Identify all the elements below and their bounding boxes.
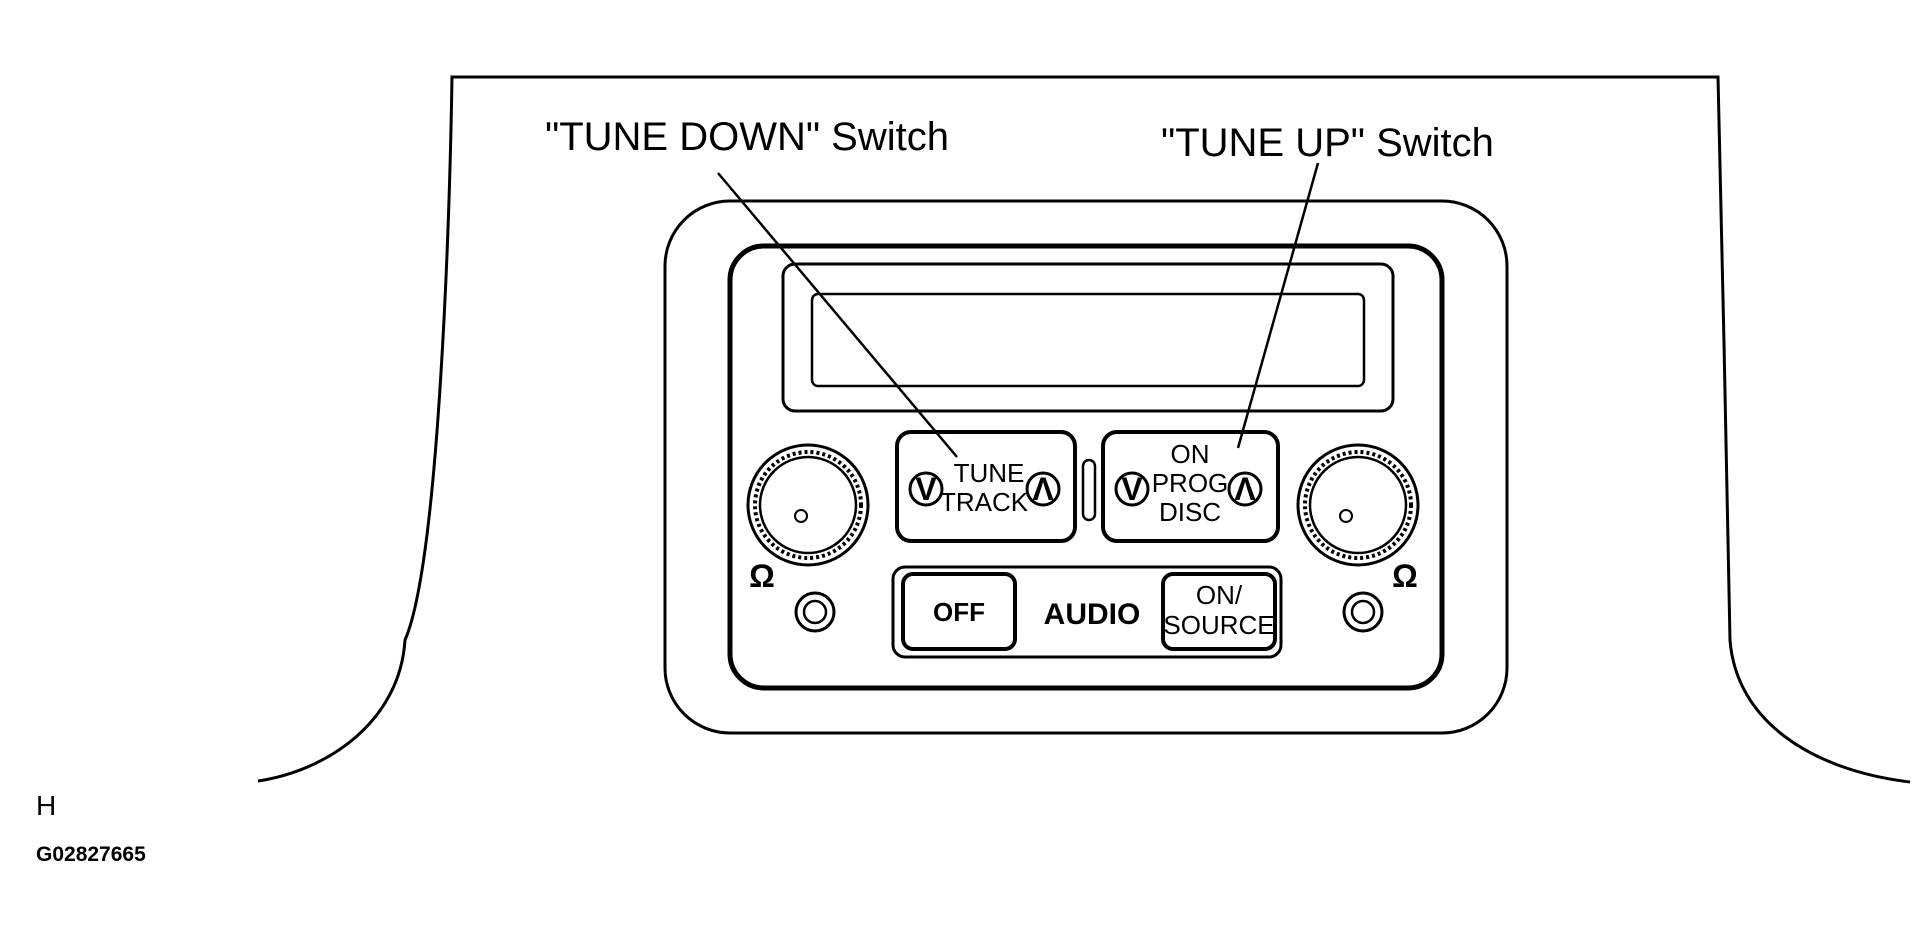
knob-indicator-dot (794, 509, 808, 523)
chevron-up-icon: Λ (1234, 471, 1256, 507)
left-volume-knob[interactable] (746, 443, 870, 567)
source-label: SOURCE (1163, 610, 1274, 640)
on-label: ON (1171, 439, 1210, 469)
chevron-up-icon: Λ (1032, 471, 1054, 507)
tune-label: TUNE (954, 458, 1025, 488)
audio-strip (891, 565, 1283, 659)
disc-label: DISC (1159, 497, 1221, 527)
indicator-slot (1081, 458, 1097, 522)
prog-label: PROG (1152, 468, 1229, 498)
tune-down-callout: "TUNE DOWN" Switch (545, 115, 949, 159)
off-button[interactable] (901, 572, 1017, 651)
knob-indicator-dot (1339, 509, 1353, 523)
control-panel (727, 243, 1445, 691)
tune-down-switch[interactable]: V (908, 471, 944, 507)
chevron-down-icon: V (1121, 471, 1143, 507)
display-screen (810, 292, 1366, 388)
console-outline (257, 75, 1911, 784)
left-headphone-icon: Ω (749, 558, 775, 594)
left-headphone-jack[interactable] (794, 591, 836, 633)
prog-disc-button[interactable] (1101, 430, 1280, 543)
tune-track-button[interactable] (895, 430, 1077, 543)
display-frame (781, 262, 1395, 413)
tune-up-callout: "TUNE UP" Switch (1161, 121, 1494, 165)
tune-up-leader-line (1236, 162, 1320, 449)
track-label: TRACK (940, 487, 1029, 517)
off-label: OFF (933, 597, 985, 627)
chevron-down-icon: V (915, 471, 937, 507)
on-source-button[interactable] (1161, 572, 1277, 651)
audio-label: AUDIO (1044, 598, 1141, 631)
right-headphone-icon: Ω (1392, 558, 1418, 594)
figure-code: G02827665 (36, 843, 146, 866)
right-volume-knob[interactable] (1296, 443, 1420, 567)
tune-down-leader-line (717, 172, 958, 458)
tune-up-switch[interactable]: Λ (1025, 471, 1061, 507)
on-label: ON/ (1196, 580, 1243, 610)
right-headphone-jack[interactable] (1342, 591, 1384, 633)
disc-down-switch[interactable]: V (1114, 471, 1150, 507)
disc-up-switch[interactable]: Λ (1227, 471, 1263, 507)
outer-bezel (663, 199, 1509, 735)
reference-letter: H (36, 790, 57, 821)
